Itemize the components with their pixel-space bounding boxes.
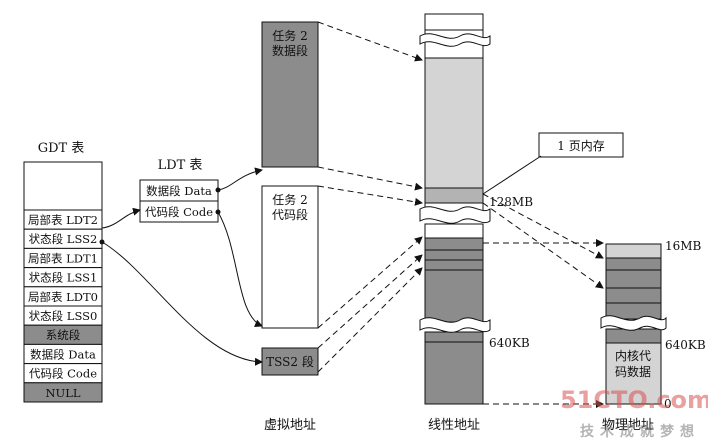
tss2-top-to-linear bbox=[317, 254, 423, 349]
page-to-phys-1 bbox=[482, 193, 604, 259]
kernel-label-2: 码数据 bbox=[615, 364, 651, 379]
ldt-data-to-segment-arrow bbox=[217, 167, 263, 191]
ldt-row-label: 代码段 Code bbox=[145, 205, 213, 219]
gdt-title: GDT 表 bbox=[38, 141, 85, 156]
linear-640kb-label: 640KB bbox=[489, 336, 530, 350]
break-mark bbox=[419, 33, 491, 47]
break-mark bbox=[419, 206, 491, 224]
task2-code-segment bbox=[261, 185, 319, 329]
linear-light-region bbox=[424, 57, 484, 189]
physical-zero-label: 0 bbox=[664, 397, 672, 411]
gdt-row-label: NULL bbox=[45, 386, 80, 400]
task2-data-label-1: 任务 2 bbox=[272, 28, 307, 43]
break-mark bbox=[419, 317, 491, 333]
gdt-row-label: 局部表 LDT0 bbox=[28, 290, 98, 304]
gdt-row-label: 局部表 LDT2 bbox=[28, 213, 98, 227]
physical-address-caption: 物理地址 bbox=[602, 418, 654, 433]
page-to-phys-2 bbox=[482, 202, 604, 289]
physical-16mb-label: 16MB bbox=[665, 239, 702, 253]
gdt-row bbox=[23, 382, 103, 403]
ldt2-to-ldt-arrow bbox=[101, 207, 141, 229]
watermark-logo: 51CTO.com bbox=[560, 386, 708, 414]
ldt-title: LDT 表 bbox=[158, 158, 203, 173]
linear-address-caption: 线性地址 bbox=[428, 418, 480, 433]
virtual-address-space: 任务 2 数据段 任务 2 代码段 TSS2 段 虚拟地址 bbox=[261, 21, 319, 433]
gdt-row-label: 局部表 LDT1 bbox=[28, 251, 98, 265]
ldt-code-to-segment-arrow bbox=[217, 211, 263, 327]
gdt-table: GDT 表 局部表 LDT2 状态段 LSS2 局部表 LDT1 状态段 LSS1 局部… bbox=[23, 141, 103, 403]
physical-address-space: 内核代 码数据 16MB 640KB 0 物理地址 bbox=[600, 239, 706, 433]
task2-code-label-1: 任务 2 bbox=[272, 192, 307, 207]
task2-data-segment bbox=[261, 21, 319, 168]
gdt-row-label: 状态段 LSS1 bbox=[29, 271, 98, 285]
gdt-row-label: 状态段 LSS2 bbox=[29, 232, 98, 246]
tss2-segment bbox=[261, 347, 319, 376]
gdt-row-label: 代码段 Code bbox=[29, 367, 97, 381]
linear-address-space: 128MB 640KB 线性地址 bbox=[419, 13, 533, 433]
gdt-row-label: 数据段 Data bbox=[30, 347, 96, 361]
gdt-row-label: 系统段 bbox=[46, 328, 81, 342]
virtual-address-caption: 虚拟地址 bbox=[264, 418, 316, 433]
break-mark bbox=[600, 315, 667, 331]
watermark: 51CTO.com 技术成就梦想 bbox=[560, 386, 708, 440]
ldt-table: LDT 表 数据段 Data 代码段 Code bbox=[139, 158, 219, 223]
solid-connectors bbox=[99, 167, 263, 366]
lss2-to-tss2-arrow bbox=[101, 241, 263, 366]
dashed-connectors bbox=[317, 21, 604, 408]
physical-640kb-label: 640KB bbox=[665, 338, 706, 352]
linear-128mb-label: 128MB bbox=[489, 195, 533, 209]
kernel-label-1: 内核代 bbox=[615, 349, 651, 363]
page-callout-label: 1 页内存 bbox=[557, 139, 604, 153]
tss2-bottom-to-linear bbox=[317, 267, 423, 373]
watermark-slogan: 技术成就梦想 bbox=[580, 423, 700, 440]
page-callout-box bbox=[538, 132, 624, 158]
kernel-code-data-region bbox=[605, 342, 662, 405]
data-bottom-to-linear bbox=[317, 166, 423, 191]
task2-code-label-2: 代码段 bbox=[272, 207, 308, 222]
code-bottom-to-linear bbox=[317, 236, 423, 329]
tss2-label: TSS2 段 bbox=[266, 354, 314, 369]
code-top-to-linear bbox=[317, 185, 423, 206]
gdt-row-label: 状态段 LSS0 bbox=[29, 309, 98, 323]
ldt-row-label: 数据段 Data bbox=[146, 184, 212, 198]
task2-data-label-2: 数据段 bbox=[272, 43, 308, 58]
linear-low-region bbox=[424, 341, 484, 405]
page-callout: 1 页内存 bbox=[482, 132, 624, 195]
data-top-to-linear bbox=[317, 21, 423, 62]
page-callout-leader bbox=[482, 155, 542, 195]
linear-page-128mb bbox=[424, 187, 484, 204]
